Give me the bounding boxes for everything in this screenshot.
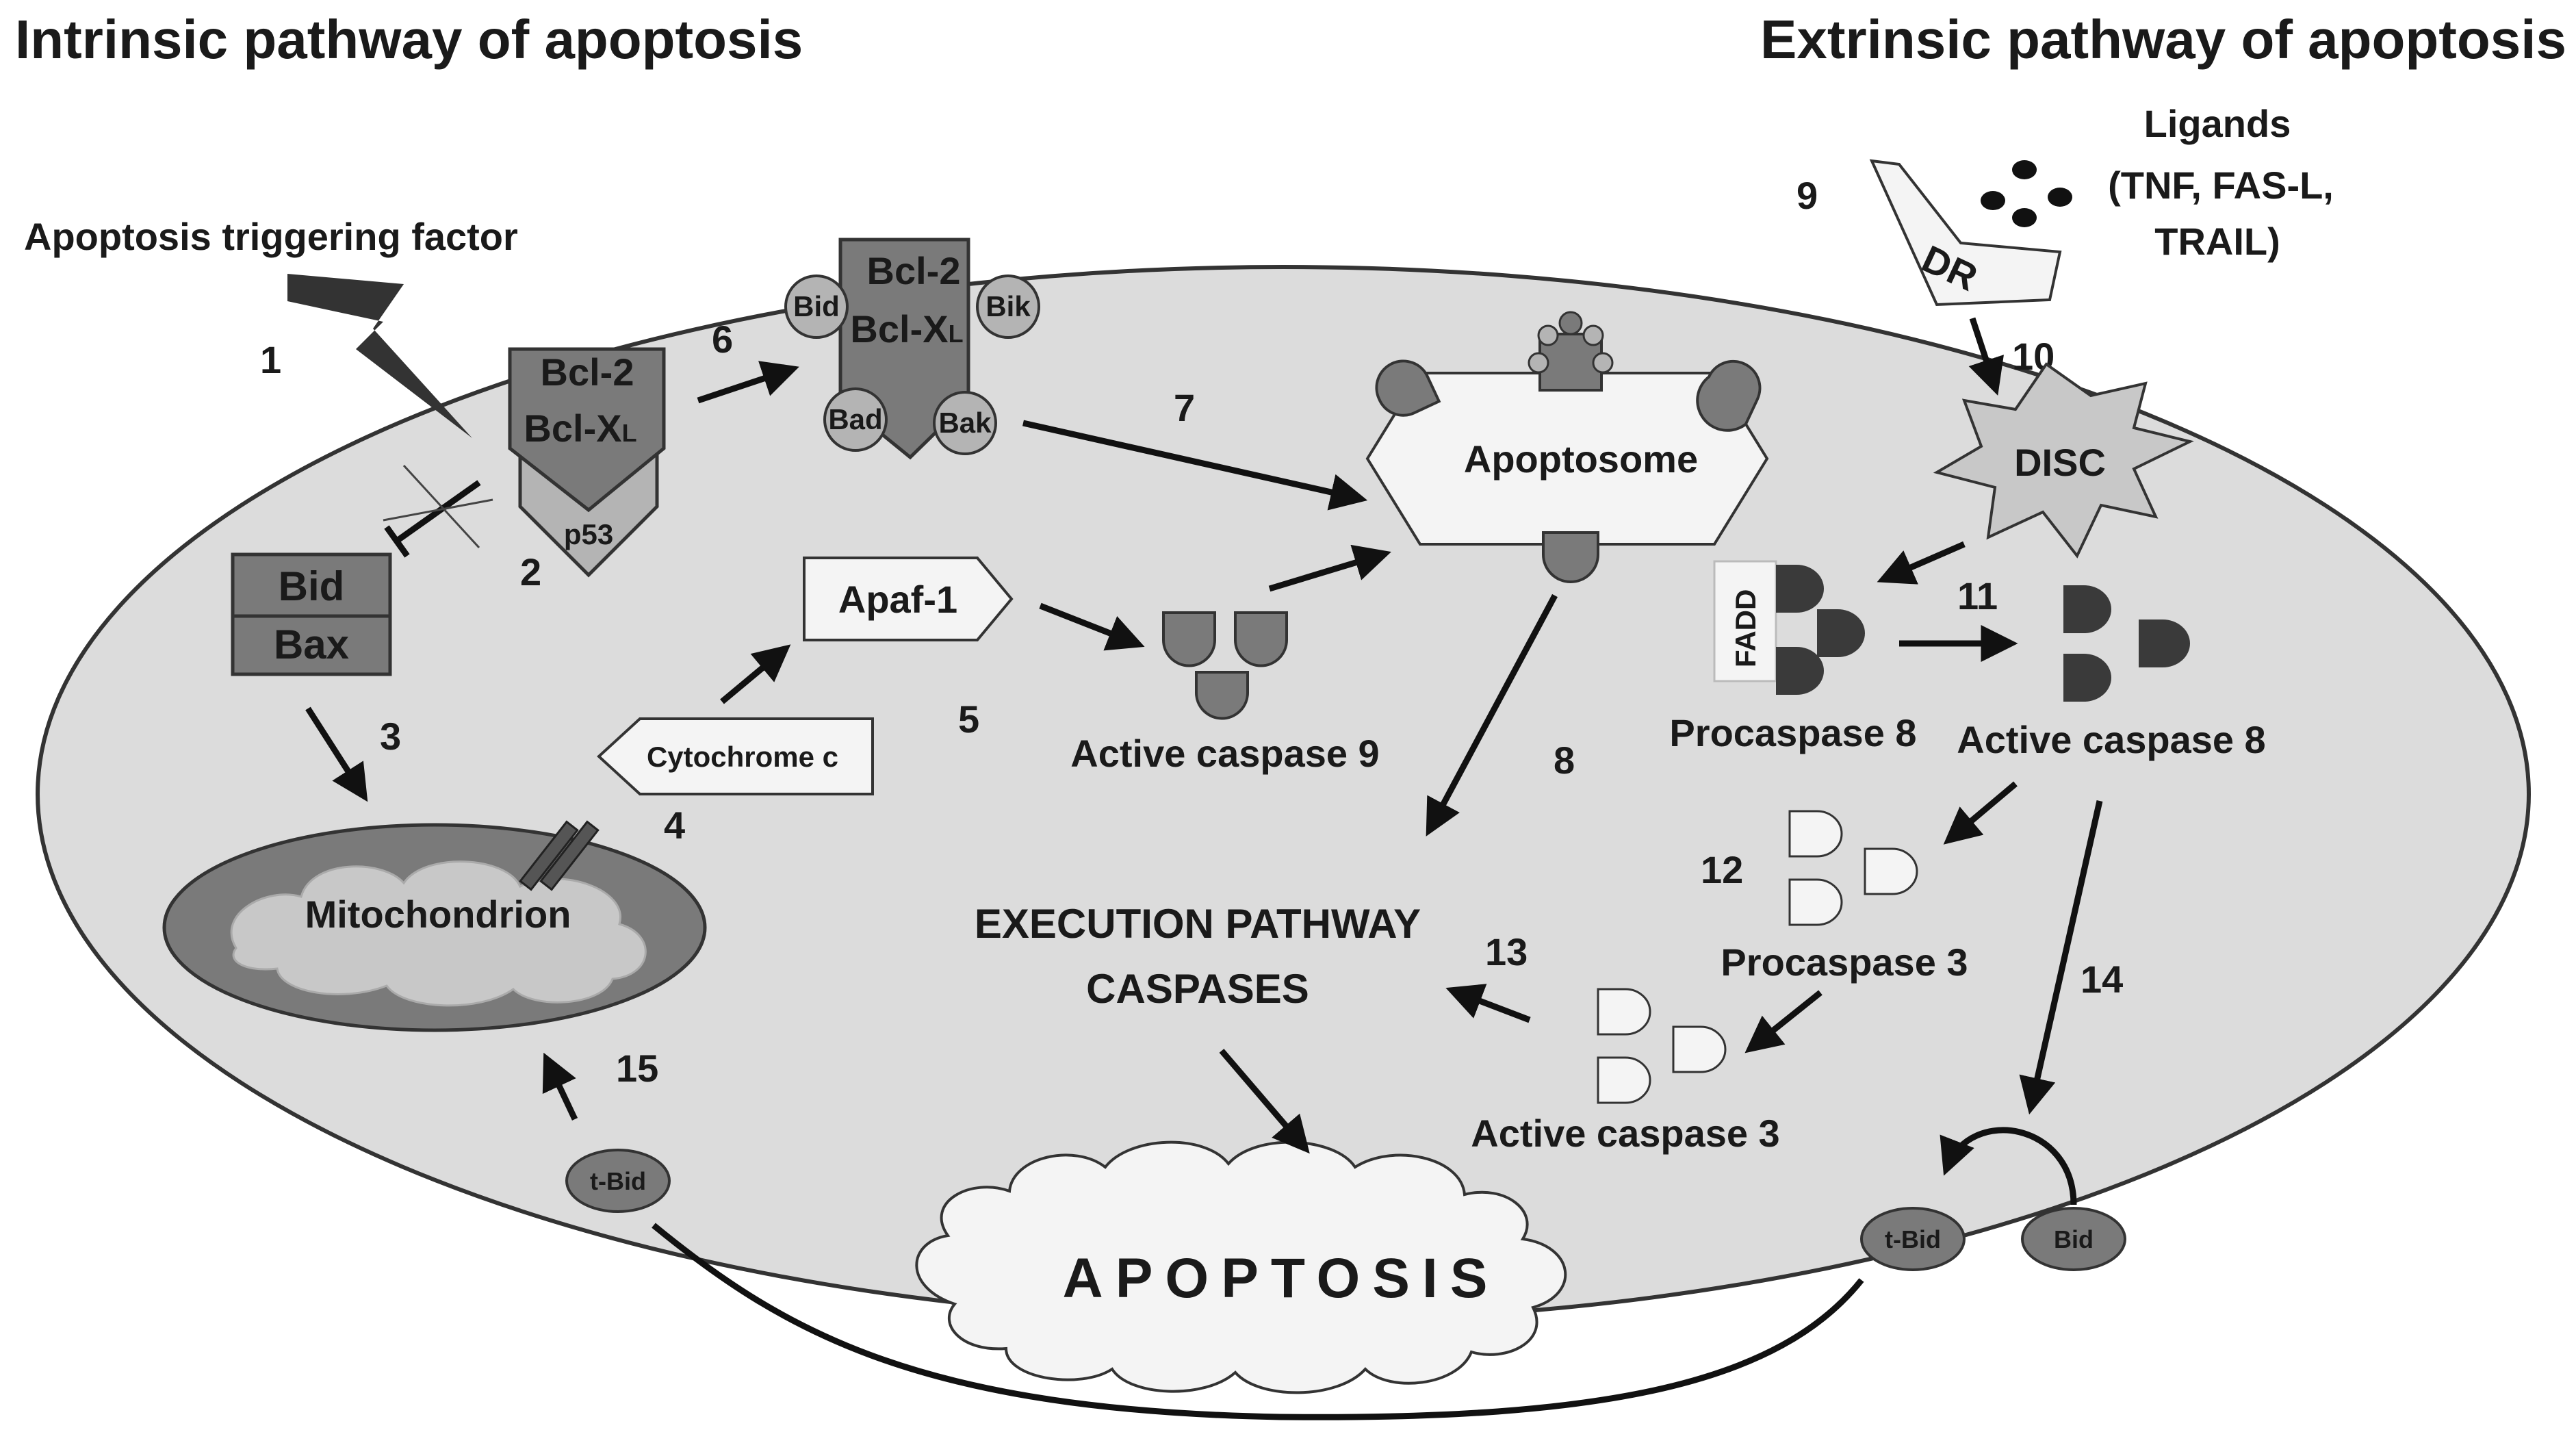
svg-text:Cytochrome c: Cytochrome c [647, 741, 838, 773]
svg-text:Procaspase 8: Procaspase 8 [1669, 711, 1916, 754]
step-13: 13 [1485, 930, 1528, 973]
active-caspase-3: Active caspase 3 [1471, 988, 1780, 1155]
step-12: 12 [1701, 848, 1743, 891]
mitochondrion: Mitochondrion [162, 820, 707, 1032]
step-2: 2 [520, 550, 541, 593]
arrow-apaf1-caspase9 [1039, 602, 1145, 651]
cytochrome-c-node: Cytochrome c [597, 717, 874, 795]
arrow-step-6 [697, 361, 799, 404]
arrow-step-10 [1968, 317, 2004, 396]
apoptosome: Apoptosome [1365, 311, 1769, 583]
step-8: 8 [1554, 739, 1575, 782]
extrinsic-title: Extrinsic pathway of apoptosis [1760, 9, 2566, 70]
arrow-step-4 [720, 644, 791, 704]
svg-text:Bid: Bid [793, 290, 840, 322]
svg-text:Mitochondrion: Mitochondrion [305, 893, 571, 936]
svg-text:Bcl-2: Bcl-2 [867, 249, 961, 292]
arrow-execution-apoptosis [1219, 1049, 1310, 1154]
apoptosis-cloud: APOPTOSIS [915, 1140, 1567, 1394]
svg-text:DISC: DISC [2014, 441, 2106, 484]
active-caspase-9: Active caspase 9 [1070, 611, 1380, 775]
svg-text:Bad: Bad [828, 403, 882, 435]
svg-text:Active caspase 9: Active caspase 9 [1070, 732, 1379, 775]
svg-text:Bid: Bid [279, 563, 345, 609]
svg-text:TRAIL): TRAIL) [2154, 220, 2280, 263]
arrow-step-15 [542, 1052, 578, 1121]
svg-text:Bik: Bik [986, 290, 1031, 322]
svg-text:p53: p53 [564, 518, 613, 550]
svg-text:(TNF, FAS-L,: (TNF, FAS-L, [2108, 164, 2334, 207]
execution-label-2: CASPASES [1086, 966, 1309, 1012]
arrow-bid-cleavage [1940, 1127, 2077, 1205]
svg-text:Bcl-XL: Bcl-XL [850, 307, 963, 350]
step-15: 15 [616, 1047, 658, 1090]
step-6: 6 [712, 318, 733, 361]
arrow-step-8 [1426, 593, 1558, 836]
step-1: 1 [260, 338, 281, 381]
svg-text:Active caspase 3: Active caspase 3 [1471, 1112, 1779, 1155]
step-9: 9 [1796, 174, 1818, 217]
disc-complex: DISC [1933, 362, 2194, 559]
svg-text:Procaspase 3: Procaspase 3 [1721, 941, 1968, 984]
execution-label: EXECUTION PATHWAY [975, 901, 1421, 947]
arrow-caspase8-procaspase3 [1943, 781, 2018, 845]
svg-text:Bcl-XL: Bcl-XL [524, 407, 636, 450]
bid-bax-complex: Bid Bax [231, 552, 392, 676]
step-14: 14 [2081, 958, 2123, 1001]
procaspase-3: Procaspase 3 [1721, 810, 1968, 984]
svg-text:FADD: FADD [1729, 589, 1762, 667]
svg-text:Apaf-1: Apaf-1 [838, 578, 957, 621]
step-11: 11 [1957, 574, 1998, 617]
tbid-intrinsic: t-Bid [565, 1149, 671, 1213]
bid-extrinsic: Bid [2021, 1207, 2126, 1271]
step-7: 7 [1174, 386, 1195, 429]
mitochondrial-pore-icon [519, 820, 600, 891]
step-3: 3 [380, 715, 401, 758]
svg-text:Bid: Bid [2054, 1225, 2094, 1253]
arrow-procaspase3-active [1744, 990, 1822, 1053]
svg-text:Bcl-2: Bcl-2 [541, 350, 634, 394]
bcl2-p53-complex: Bcl-2 Bcl-XL p53 [508, 347, 666, 578]
trigger-label: Apoptosis triggering factor [24, 215, 518, 258]
arrow-step-3 [305, 706, 368, 802]
procaspase-8: FADD Procaspase 8 [1669, 560, 1917, 754]
tbid-extrinsic: t-Bid [1860, 1207, 1966, 1271]
apaf1-node: Apaf-1 [803, 557, 1014, 641]
ligands: Ligands (TNF, FAS-L, TRAIL) [1981, 102, 2334, 263]
arrow-caspase9-apoptosome [1268, 544, 1391, 592]
svg-text:t-Bid: t-Bid [590, 1167, 646, 1195]
tbid-transport-curve [652, 1223, 1864, 1420]
intrinsic-title: Intrinsic pathway of apoptosis [15, 9, 803, 70]
svg-text:Bax: Bax [274, 622, 349, 667]
arrow-step-13 [1445, 984, 1531, 1023]
death-receptor: DR [1869, 159, 2062, 307]
svg-text:t-Bid: t-Bid [1885, 1225, 1941, 1253]
arrow-step-7 [1022, 420, 1368, 511]
arrow-step-14 [2019, 800, 2103, 1115]
step-5: 5 [958, 698, 979, 741]
svg-text:Apoptosome: Apoptosome [1464, 437, 1698, 481]
lightning-icon [287, 274, 472, 438]
svg-text:APOPTOSIS: APOPTOSIS [1063, 1247, 1500, 1310]
arrow-disc-fadd [1877, 541, 1966, 585]
bcl2-bound-complex: Bcl-2 Bcl-XL Bid Bik Bad Bak [784, 238, 1040, 460]
svg-text:Active caspase 8: Active caspase 8 [1957, 718, 2265, 761]
step-4: 4 [664, 804, 685, 847]
active-caspase-8: Active caspase 8 [1957, 585, 2266, 761]
svg-text:Bak: Bak [938, 407, 992, 439]
svg-text:Ligands: Ligands [2144, 102, 2291, 145]
